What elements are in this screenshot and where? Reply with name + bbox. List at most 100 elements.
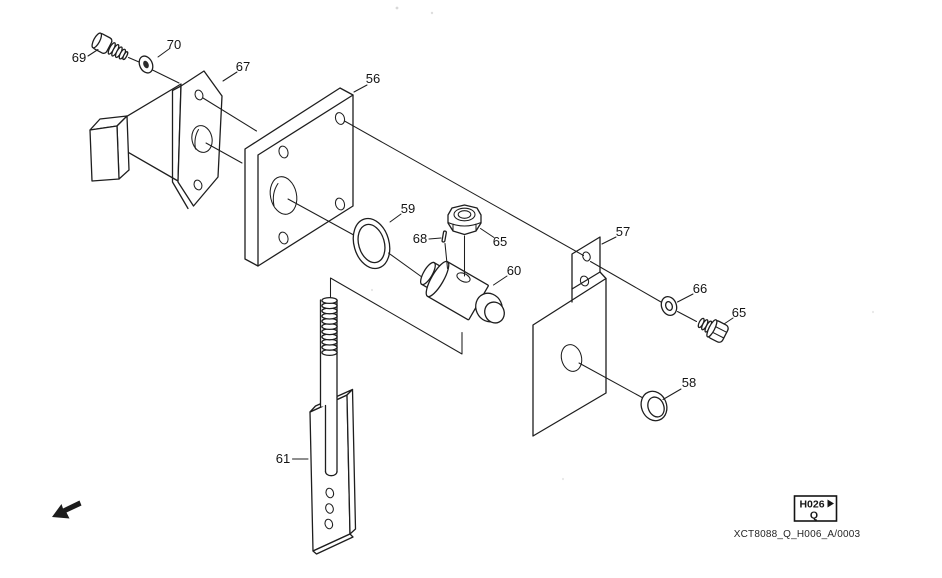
bore-wall-arc — [194, 128, 200, 150]
assembly-axis — [202, 97, 258, 132]
leader-60 — [492, 275, 508, 286]
bracket-tab — [571, 236, 601, 290]
callout-67: 67 — [236, 59, 250, 74]
part-70-washer — [138, 55, 154, 74]
part-67-bracket — [89, 70, 223, 210]
bar-hole — [325, 487, 335, 499]
bracket-main-face — [532, 277, 607, 437]
oring-inner — [357, 223, 386, 264]
leader-69 — [87, 48, 99, 57]
ref-box-variant: Q — [810, 510, 818, 522]
leader-65-nut — [479, 227, 495, 239]
bolt-head-end — [91, 32, 103, 49]
plate-hole — [334, 112, 346, 125]
bar-bottom-face — [312, 533, 354, 555]
part-66-washer — [660, 295, 678, 317]
assembly-axis — [676, 310, 698, 323]
grommet-inner — [647, 396, 665, 418]
callout-68: 68 — [413, 231, 427, 246]
assembly-axis — [444, 242, 449, 270]
leader-57 — [601, 236, 617, 245]
assembly-axis — [589, 260, 662, 303]
part-65-bolt — [697, 317, 729, 343]
part-58-grommet — [640, 390, 668, 422]
leader-68 — [428, 237, 442, 240]
trunnion-body-end — [425, 260, 450, 298]
slot-edges — [324, 396, 338, 473]
trunnion-nose — [484, 301, 505, 324]
block-front-face — [89, 125, 120, 182]
direction-arrow-icon — [52, 500, 82, 519]
plate-front-edges — [257, 94, 354, 267]
leader-56 — [353, 84, 368, 93]
part-56-plate — [244, 87, 354, 267]
assembly-axis — [343, 120, 585, 257]
tab-hole — [579, 275, 590, 287]
callout-60: 60 — [507, 263, 521, 278]
ref-box[interactable]: H026 Q — [793, 495, 838, 522]
leader-65-bolt — [723, 317, 734, 325]
callout-57: 57 — [616, 224, 630, 239]
plate-hole — [278, 145, 289, 159]
callout-65-bolt: 65 — [732, 305, 746, 320]
washer-hole — [664, 300, 674, 312]
part-59-oring — [352, 217, 391, 270]
flange-thickness-edge — [171, 85, 189, 210]
bracket-fold-edges — [571, 271, 607, 303]
bracket-bore — [560, 344, 583, 372]
forward-triangle-icon — [827, 499, 834, 508]
flange-center-bore — [191, 125, 213, 153]
plate-hole — [278, 231, 289, 245]
callout-61: 61 — [276, 451, 290, 466]
bolt-tip — [122, 51, 129, 61]
leader-58 — [662, 388, 682, 401]
ref-box-code: H026 — [799, 499, 824, 511]
leader-67 — [222, 71, 238, 82]
nut-facet — [447, 221, 482, 232]
tab-hole — [582, 251, 591, 262]
flange-face — [177, 70, 223, 207]
part-68-pin — [441, 230, 447, 243]
nut-chamfer — [453, 207, 476, 222]
flange-hole-top — [194, 89, 204, 101]
assembly-axis — [578, 362, 644, 399]
bar-side-face — [346, 388, 357, 535]
plate-outline — [244, 87, 354, 267]
callouts: 69 70 67 56 59 68 65 60 57 66 65 58 61 — [72, 37, 746, 466]
trunnion-top-hole — [456, 272, 471, 283]
callout-59: 59 — [401, 201, 415, 216]
callout-65-nut: 65 — [493, 234, 507, 249]
callout-70: 70 — [167, 37, 181, 52]
callout-56: 56 — [366, 71, 380, 86]
assembly-axis — [287, 198, 357, 237]
bolt-flange — [706, 319, 718, 338]
assembly-axis — [387, 252, 427, 281]
plate-center-bore — [269, 176, 298, 215]
washer-hole — [143, 60, 149, 69]
part-69-bolt — [91, 32, 129, 61]
callout-58: 58 — [682, 375, 696, 390]
leader-59 — [389, 213, 402, 223]
flange-hole-bottom — [193, 179, 203, 191]
bar-hole — [324, 518, 334, 530]
part-57-angle-bracket — [532, 236, 607, 437]
leader-66 — [676, 293, 694, 303]
rod-threads — [321, 296, 338, 357]
callout-66: 66 — [693, 281, 707, 296]
callout-69: 69 — [72, 50, 86, 65]
plate-hole — [334, 197, 346, 211]
nut-hole — [457, 210, 472, 219]
bore-wall-arc — [272, 182, 279, 207]
assembly-axis — [205, 142, 243, 164]
ref-box-frame — [793, 495, 838, 522]
assembly-connector — [329, 277, 463, 355]
scan-artifacts — [370, 6, 875, 481]
part-65-nut — [447, 204, 482, 236]
leader-70 — [157, 48, 170, 58]
assembly-axis — [127, 56, 140, 63]
part-60-trunnion — [419, 260, 505, 324]
bar-hole — [325, 503, 334, 514]
figure-code: XCT8088_Q_H006_A/0003 — [734, 529, 861, 540]
